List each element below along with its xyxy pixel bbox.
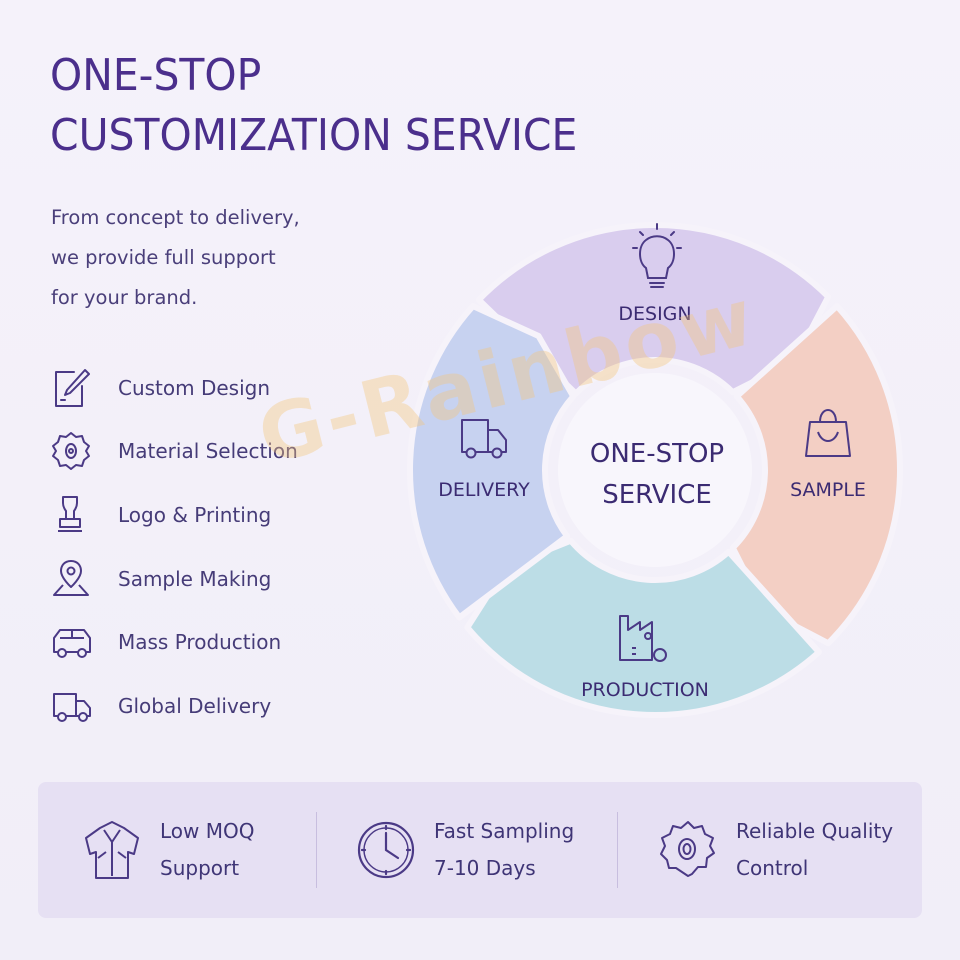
lightbulb-icon <box>632 223 682 288</box>
segment-label-design: DESIGN <box>618 303 691 325</box>
pencil-square-icon <box>50 365 96 411</box>
title-line-1: ONE-STOP <box>50 50 262 101</box>
shopping-bag-icon <box>805 409 851 457</box>
feature-item: Global Delivery <box>50 674 298 738</box>
intro-line-2: we provide full support <box>51 246 276 269</box>
feature-label: Global Delivery <box>118 693 272 718</box>
van-icon <box>50 619 96 665</box>
center-line-1: ONE-STOP <box>590 439 724 469</box>
feature-item: Mass Production <box>50 610 298 674</box>
divider <box>617 812 618 888</box>
benefit-line-2: 7-10 Days <box>434 856 536 880</box>
benefit-item: Reliable Quality Control <box>656 782 893 918</box>
title-line-2: CUSTOMIZATION SERVICE <box>50 110 578 161</box>
delivery-truck-icon <box>461 419 507 459</box>
page-title: ONE-STOP CUSTOMIZATION SERVICE <box>50 46 577 166</box>
divider <box>316 812 317 888</box>
stamp-icon <box>50 492 96 538</box>
benefit-line-2: Support <box>160 856 240 880</box>
segment-delivery <box>407 303 577 621</box>
feature-item: Material Selection <box>50 420 298 484</box>
wheel-segments <box>407 222 903 718</box>
feature-list: Custom Design Material Selection Logo <box>50 356 298 738</box>
feature-label: Material Selection <box>118 439 298 464</box>
clock-icon <box>357 821 415 879</box>
wheel-center <box>558 373 752 567</box>
benefits-panel: Low MOQ Support Fast Sampling 7-10 Days <box>38 782 922 918</box>
feature-item: Custom Design <box>50 356 298 420</box>
segment-label-production: PRODUCTION <box>581 679 709 701</box>
quality-badge-icon <box>660 821 715 877</box>
feature-label: Mass Production <box>118 630 282 655</box>
benefit-line-1: Low MOQ <box>160 819 255 843</box>
benefit-line-1: Reliable Quality <box>736 819 894 843</box>
intro-text: From concept to delivery, we provide ful… <box>51 198 300 318</box>
benefit-line-1: Fast Sampling <box>434 819 575 843</box>
fabric-badge-icon <box>50 428 96 474</box>
segment-design <box>475 222 832 397</box>
feature-label: Custom Design <box>118 375 271 400</box>
benefit-item: Low MOQ Support <box>80 782 254 918</box>
garment-icon <box>85 821 139 879</box>
segment-label-sample: SAMPLE <box>790 479 866 501</box>
intro-line-1: From concept to delivery, <box>51 206 300 229</box>
truck-icon <box>50 683 96 729</box>
segment-sample <box>729 303 903 647</box>
intro-line-3: for your brand. <box>51 286 198 309</box>
benefit-item: Fast Sampling 7-10 Days <box>354 782 574 918</box>
map-pin-icon <box>50 556 96 602</box>
feature-item: Sample Making <box>50 547 298 611</box>
feature-label: Logo & Printing <box>118 502 272 527</box>
benefit-line-2: Control <box>736 856 809 880</box>
feature-label: Sample Making <box>118 566 272 591</box>
center-line-2: SERVICE <box>602 480 712 510</box>
segment-label-delivery: DELIVERY <box>438 479 530 501</box>
factory-icon <box>619 615 667 662</box>
feature-item: Logo & Printing <box>50 483 298 547</box>
